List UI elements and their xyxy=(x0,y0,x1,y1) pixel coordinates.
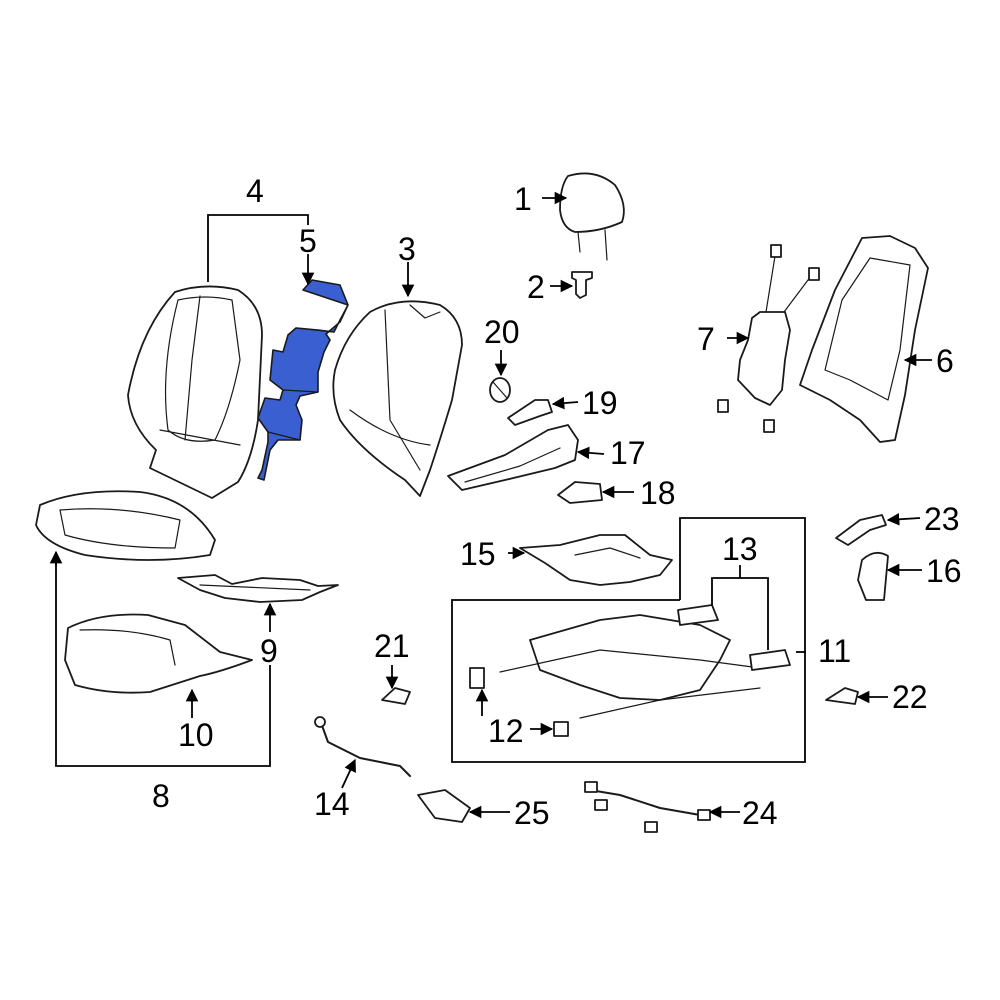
leader-lines xyxy=(49,191,932,819)
part-10-seat-cushion-pad[interactable] xyxy=(64,613,253,694)
part-17-side-cover[interactable] xyxy=(447,424,579,491)
part-19-lever[interactable] xyxy=(507,399,553,426)
callout-4: 4 xyxy=(246,173,264,209)
callout-16: 16 xyxy=(926,553,962,589)
callout-19: 19 xyxy=(582,385,618,421)
part-20-knob[interactable] xyxy=(489,377,511,403)
part-13-cover-b[interactable] xyxy=(749,649,791,671)
part-2-headrest-guide[interactable] xyxy=(571,271,593,299)
callout-7: 7 xyxy=(697,321,715,357)
part-18-bracket[interactable] xyxy=(557,481,603,504)
part-15-track-sub[interactable] xyxy=(519,534,673,586)
callout-12: 12 xyxy=(488,713,524,749)
part-12-clip-a[interactable] xyxy=(469,667,485,689)
part-1-headrest[interactable] xyxy=(559,172,625,261)
callout-20: 20 xyxy=(484,314,520,350)
callout-24: 24 xyxy=(742,795,778,831)
part-14-rod[interactable] xyxy=(314,716,411,777)
part-23-bracket[interactable] xyxy=(835,514,887,546)
part-7-seat-back-frame-sub[interactable] xyxy=(717,244,820,433)
part-25-bracket[interactable] xyxy=(417,789,471,823)
part-4-seat-back-cover[interactable] xyxy=(127,285,263,499)
callout-3: 3 xyxy=(398,231,416,267)
callout-23: 23 xyxy=(924,501,960,537)
part-5-seat-back-pad[interactable] xyxy=(257,279,349,481)
callout-9: 9 xyxy=(260,633,278,669)
part-24-wire-harness[interactable] xyxy=(584,781,711,833)
callout-15: 15 xyxy=(460,536,496,572)
part-11-seat-adjuster[interactable] xyxy=(499,614,761,719)
callout-18: 18 xyxy=(640,475,676,511)
part-3-seat-back-foam[interactable] xyxy=(332,300,463,497)
callout-10: 10 xyxy=(178,717,214,753)
callout-8: 8 xyxy=(152,778,170,814)
callout-6: 6 xyxy=(936,343,954,379)
part-13-cover-a[interactable] xyxy=(677,604,719,626)
part-22-bracket[interactable] xyxy=(825,687,859,705)
callout-5: 5 xyxy=(299,223,317,259)
callout-22: 22 xyxy=(892,679,928,715)
callout-14: 14 xyxy=(314,786,350,822)
part-12-clip-b[interactable] xyxy=(553,721,569,737)
callout-11: 11 xyxy=(818,633,851,669)
callout-labels: 1 2 3 4 5 6 7 8 9 10 11 12 13 14 15 16 1… xyxy=(152,173,962,831)
part-16-cover[interactable] xyxy=(857,551,889,601)
part-6-seat-back-frame[interactable] xyxy=(799,235,929,443)
callout-2: 2 xyxy=(527,269,545,305)
part-9-heater-mat[interactable] xyxy=(177,574,339,603)
callout-13: 13 xyxy=(722,531,758,567)
callout-17: 17 xyxy=(610,435,646,471)
callout-25: 25 xyxy=(514,795,550,831)
part-21-clip[interactable] xyxy=(381,687,411,705)
part-11-seat-adjuster-box xyxy=(451,517,806,763)
callout-21: 21 xyxy=(374,628,410,664)
part-10-seat-cushion-cover xyxy=(35,490,216,561)
callout-1: 1 xyxy=(514,181,532,217)
